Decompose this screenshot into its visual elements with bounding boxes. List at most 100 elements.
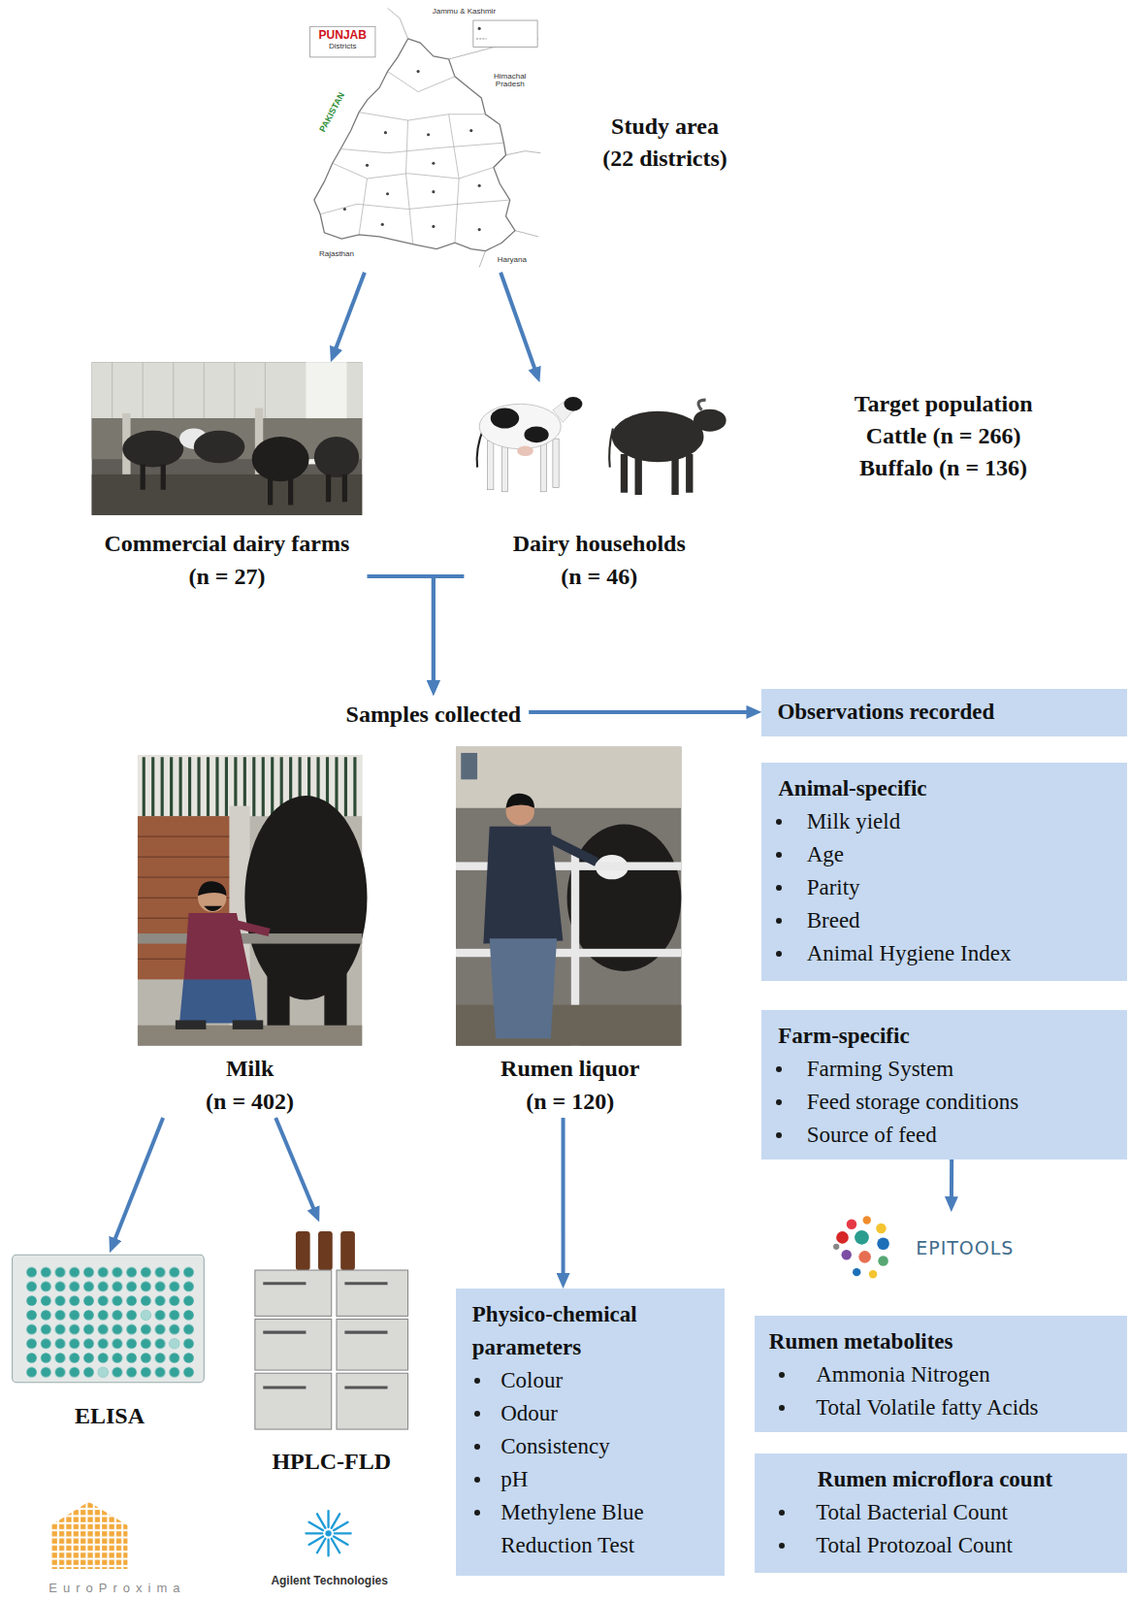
buffalo-body: [612, 411, 705, 463]
text-row: Odour: [455, 1396, 713, 1430]
plate-well: [97, 1366, 109, 1378]
module: [255, 1269, 332, 1316]
district-dot: [426, 132, 430, 136]
text-row: Total Protozoal Count: [754, 1528, 1116, 1562]
buffalo-shape: [122, 430, 184, 468]
logo-dot: [840, 1249, 852, 1260]
person-hair: [506, 793, 535, 808]
photo-ground: [92, 361, 363, 516]
district-dot: [431, 190, 435, 194]
text-row: pH: [455, 1462, 713, 1496]
cow-picture: [477, 396, 583, 492]
text-row: Animal Hygiene Index: [761, 936, 1115, 970]
text-row: Colour: [455, 1363, 713, 1397]
hplc-instrument: HPLC-FLD: [244, 1222, 419, 1480]
list-item: Total Protozoal Count: [815, 1532, 1013, 1557]
text-row: EPITOOLS: [915, 1236, 1014, 1259]
rumen-photo: Rumen liquor(n = 120): [453, 744, 687, 1118]
logo-dot: [852, 1267, 861, 1276]
person-hair: [197, 880, 226, 896]
sampling-photo: [455, 746, 681, 1046]
map-legend-dot: [478, 27, 482, 31]
text-row: Himachal Pradesh: [488, 72, 532, 91]
epitools-dots: [833, 1215, 890, 1278]
box-heading: Rumen metabolites: [769, 1328, 954, 1354]
buffalo-picture: [609, 399, 726, 495]
shed-sheet: [112, 361, 266, 419]
map-label: Himachal Pradesh: [493, 71, 526, 90]
study-area-map: Jammu & KashmirPUNJABDistrictsHimachal P…: [305, 4, 541, 272]
text-row: Source of feed: [761, 1118, 1115, 1152]
text-row: ELISA: [10, 1398, 210, 1432]
box-heading: Physico-chemical parameters: [472, 1301, 638, 1359]
cow-patch: [490, 408, 519, 429]
parameter-box: Physico-chemical parametersColourOdourCo…: [455, 1288, 725, 1577]
cow-leg: [540, 440, 547, 492]
bullet-dot: [474, 1443, 481, 1450]
text-row: Methylene Blue Reduction Test: [455, 1495, 713, 1562]
flow-arrow: [433, 576, 465, 688]
cow-leg: [552, 438, 559, 487]
observation-box: Farm-specificFarming SystemFeed storage …: [761, 1009, 1127, 1160]
district-dot: [478, 184, 482, 188]
list-item: Parity: [807, 874, 861, 900]
list-item: Farming System: [807, 1056, 954, 1081]
person-arm: [232, 923, 270, 933]
list-item: Total Bacterial Count: [815, 1499, 1008, 1524]
district-dot: [431, 225, 435, 228]
bullet-dot: [778, 1404, 785, 1411]
district-dot: [365, 163, 369, 167]
caption: HPLC-FLD: [271, 1448, 391, 1474]
result-box: Rumen metabolitesAmmonia NitrogenTotal V…: [754, 1315, 1128, 1432]
europroxima-logo: [51, 1501, 129, 1569]
text-row: Farming System: [761, 1052, 1115, 1086]
state-outline: [314, 38, 516, 252]
logo-dot: [858, 1250, 872, 1263]
area-caption: Study area (22 districts): [597, 110, 734, 175]
bullet-dot: [775, 917, 782, 924]
flow-arrow: [949, 1159, 954, 1204]
buffalo-horn: [698, 399, 707, 411]
cow-leg: [501, 440, 508, 492]
flow-arrow: [112, 1117, 163, 1246]
logo-dot: [836, 1230, 849, 1244]
farm-photo: Commercial dairy farms(n = 27): [86, 361, 367, 592]
bullet-dot: [775, 851, 782, 858]
buffalo-shape: [193, 430, 246, 464]
bullet-dot: [775, 1065, 782, 1072]
plate-wells: [24, 1264, 196, 1380]
rail: [137, 933, 362, 944]
observation-box: Animal-specificMilk yieldAgeParityBreedA…: [761, 762, 1127, 981]
map-legend-box: [473, 20, 538, 47]
list-item: Colour: [500, 1367, 563, 1392]
flow-arrow: [528, 710, 754, 714]
person-jeans: [179, 978, 258, 1023]
district-dot: [478, 227, 482, 231]
floor: [455, 1004, 681, 1046]
district-dot: [384, 130, 388, 134]
map-legend-line: [476, 37, 487, 39]
text-row: Rumen microflora count: [754, 1462, 1116, 1496]
caption: (n = 120): [525, 1088, 614, 1114]
flow-arrow: [561, 1117, 566, 1281]
text-row: Jammu & Kashmir: [432, 7, 496, 17]
text-row: Districts: [328, 42, 356, 52]
logo-center: [324, 1529, 331, 1536]
list-item: Odour: [500, 1400, 558, 1425]
logo-dot: [877, 1255, 889, 1266]
buffalo-shape: [314, 436, 359, 478]
district-dot: [386, 192, 389, 195]
logo-dot: [876, 1236, 890, 1250]
text-row: Animal-specific: [761, 772, 1115, 806]
module: [336, 1372, 409, 1429]
buffalo-back: [244, 795, 367, 1000]
photo-ground: [455, 746, 681, 1046]
list-item: Methylene Blue Reduction Test: [500, 1499, 645, 1557]
text-row: Observations recorded: [776, 697, 1111, 727]
brand-name: EuroProxima: [48, 1580, 186, 1595]
observation-box: Observations recorded: [761, 688, 1127, 737]
bullet-dot: [474, 1377, 481, 1384]
list-item: Breed: [807, 907, 861, 933]
list-item: Animal Hygiene Index: [807, 940, 1012, 966]
plate-well: [140, 1309, 152, 1321]
